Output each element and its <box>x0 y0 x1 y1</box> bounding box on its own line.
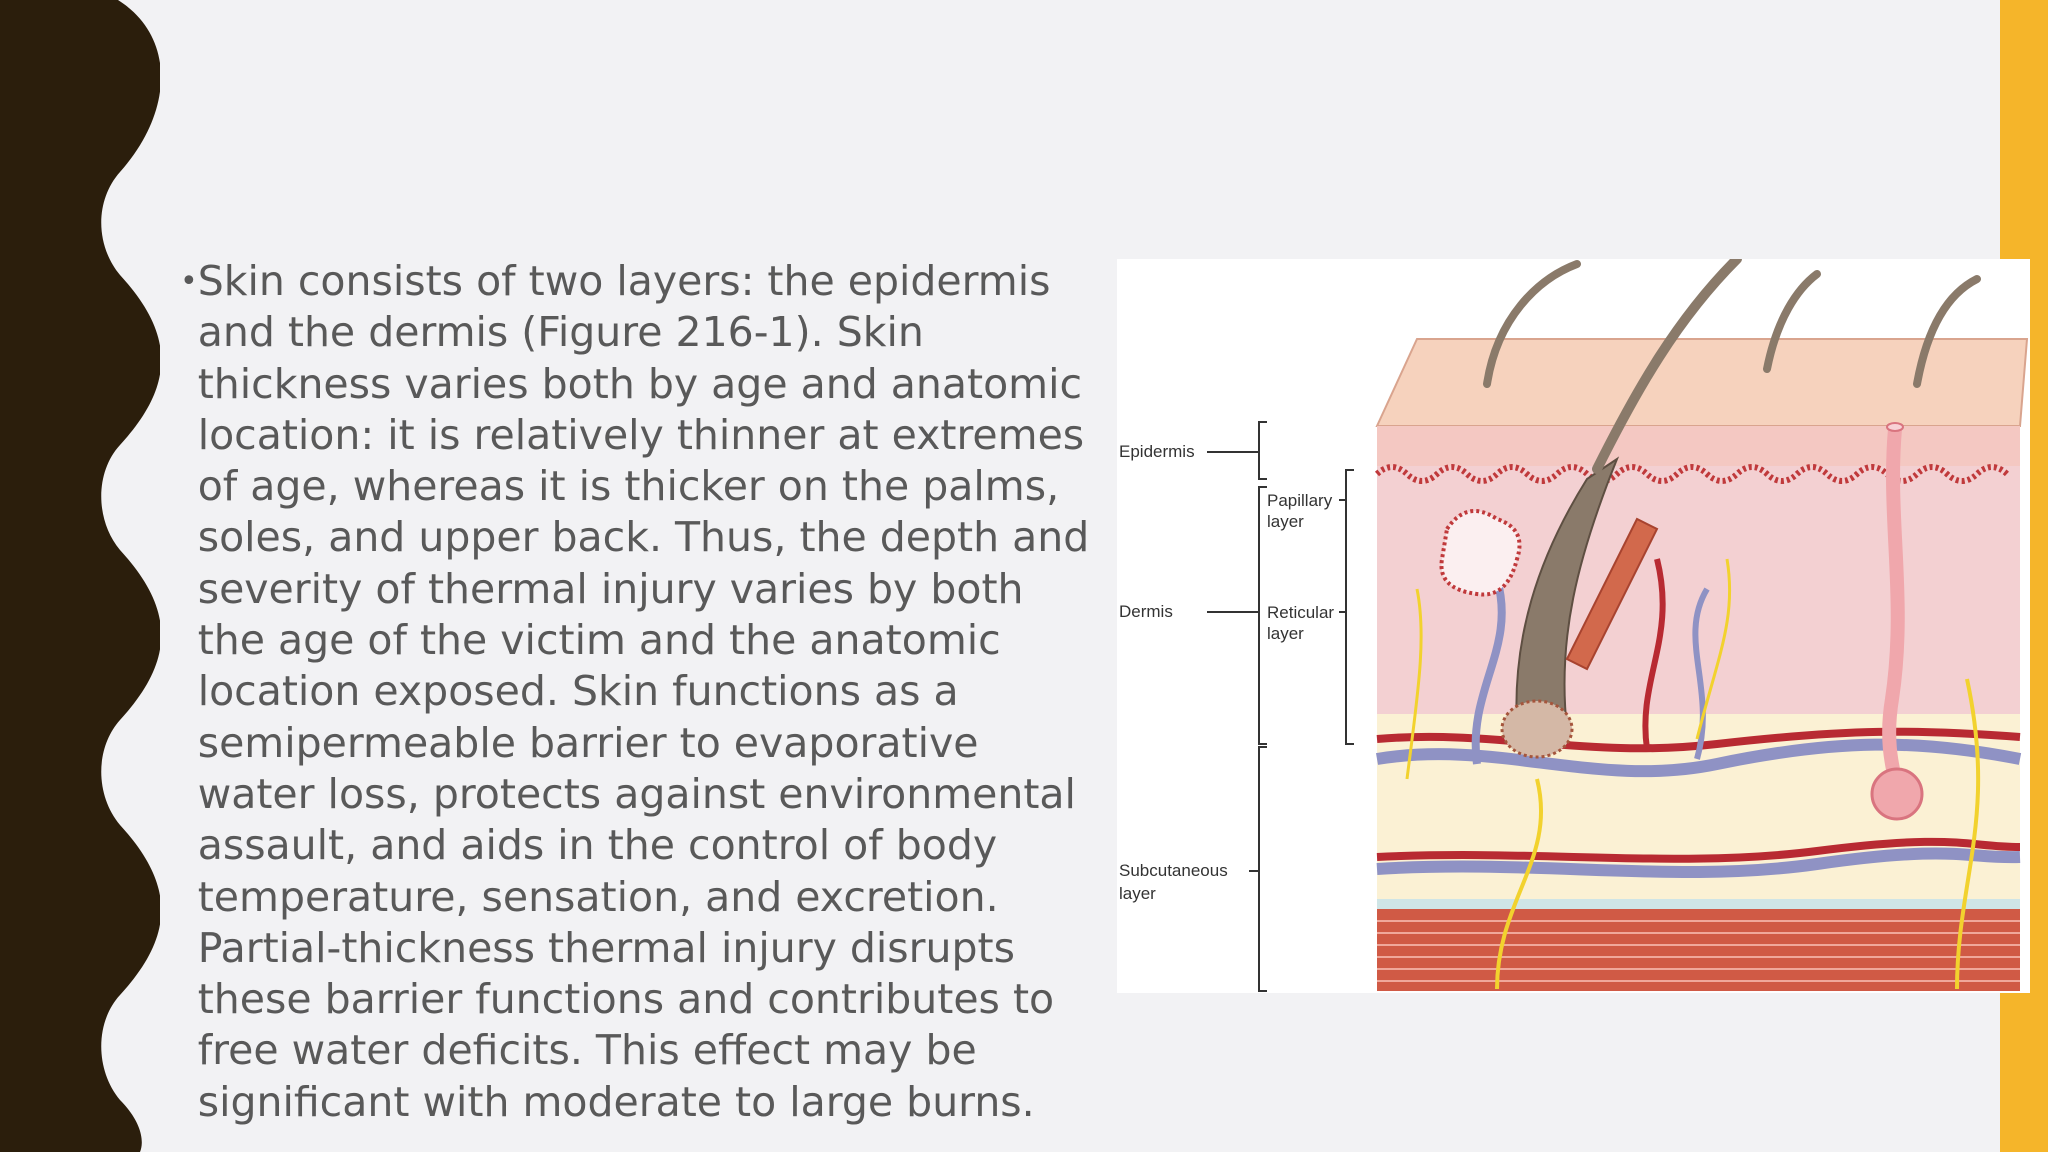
label-subcutaneous-2: layer <box>1119 884 1156 903</box>
skin-anatomy-figure: Epidermis Papillary layer Dermis Reticul… <box>1117 254 2030 993</box>
label-papillary-1: Papillary <box>1267 491 1333 510</box>
bullet-list: • Skin consists of two layers: the epide… <box>180 256 1100 1128</box>
label-reticular-2: layer <box>1267 624 1304 643</box>
bullet-item: • Skin consists of two layers: the epide… <box>180 256 1100 1128</box>
decorative-wave-band <box>0 0 160 1152</box>
bullet-marker: • <box>180 264 198 299</box>
label-reticular-1: Reticular <box>1267 603 1334 622</box>
label-dermis: Dermis <box>1119 602 1173 621</box>
label-subcutaneous-1: Subcutaneous <box>1119 861 1228 880</box>
skin-layers-diagram: Epidermis Papillary layer Dermis Reticul… <box>1119 254 2029 992</box>
label-papillary-2: layer <box>1267 512 1304 531</box>
bullet-text: Skin consists of two layers: the epiderm… <box>197 257 1090 1126</box>
label-epidermis: Epidermis <box>1119 442 1195 461</box>
